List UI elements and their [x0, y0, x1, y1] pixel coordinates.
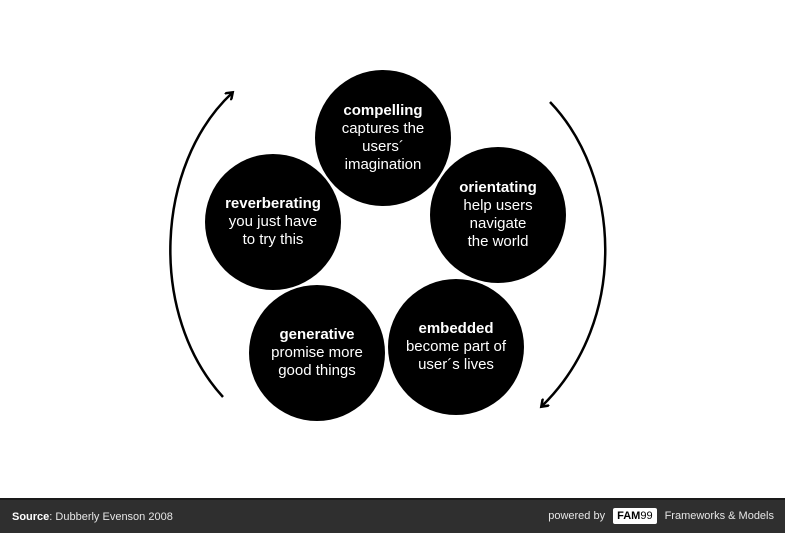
circle-text-line: good things: [278, 362, 356, 379]
right-cycle-arrow: [542, 101, 607, 406]
circle-text-line: help users: [463, 197, 533, 214]
cycle-diagram: compelling captures the users´ imaginati…: [169, 0, 607, 498]
circle-orientating: orientating help users navigate the worl…: [430, 147, 566, 283]
logo-text: FAM: [617, 510, 641, 522]
brand-link[interactable]: Frameworks & Models: [664, 510, 774, 522]
circle-text-line: imagination: [344, 156, 422, 173]
circle-text-line: promise more: [271, 344, 363, 361]
left-cycle-arrow: [169, 93, 232, 398]
logo-number: 99: [640, 510, 653, 522]
powered-by: powered by FAM99 Frameworks & Models: [548, 508, 774, 524]
circle-title: compelling: [343, 102, 423, 119]
circle-embedded: embedded become part of user´s lives: [388, 279, 524, 415]
source-label: Source: [12, 511, 50, 523]
circle-text-line: navigate: [469, 215, 527, 232]
circle-title: orientating: [459, 179, 537, 196]
circle-title: generative: [279, 326, 355, 343]
circle-text-line: users´: [362, 138, 404, 155]
circle-compelling: compelling captures the users´ imaginati…: [315, 70, 451, 206]
cycle-arrows: [169, 0, 607, 498]
circle-reverberating: reverberating you just have to try this: [205, 154, 341, 290]
source-text: : Dubberly Evenson 2008: [49, 511, 173, 523]
circle-text-line: become part of: [405, 338, 507, 355]
circle-title: embedded: [418, 320, 494, 337]
circle-text-line: you just have: [228, 213, 318, 230]
circle-text-line: captures the: [341, 120, 425, 137]
circle-title: reverberating: [225, 195, 321, 212]
powered-by-label: powered by: [548, 510, 606, 522]
footer-bar: Source: Dubberly Evenson 2008 powered by…: [0, 498, 785, 533]
fam99-logo[interactable]: FAM99: [613, 508, 657, 524]
circle-text-line: user´s lives: [418, 356, 494, 373]
circle-generative: generative promise more good things: [249, 285, 385, 421]
circle-text-line: to try this: [242, 231, 304, 248]
circle-text-line: the world: [467, 233, 529, 250]
source-credit: Source: Dubberly Evenson 2008: [12, 511, 173, 523]
